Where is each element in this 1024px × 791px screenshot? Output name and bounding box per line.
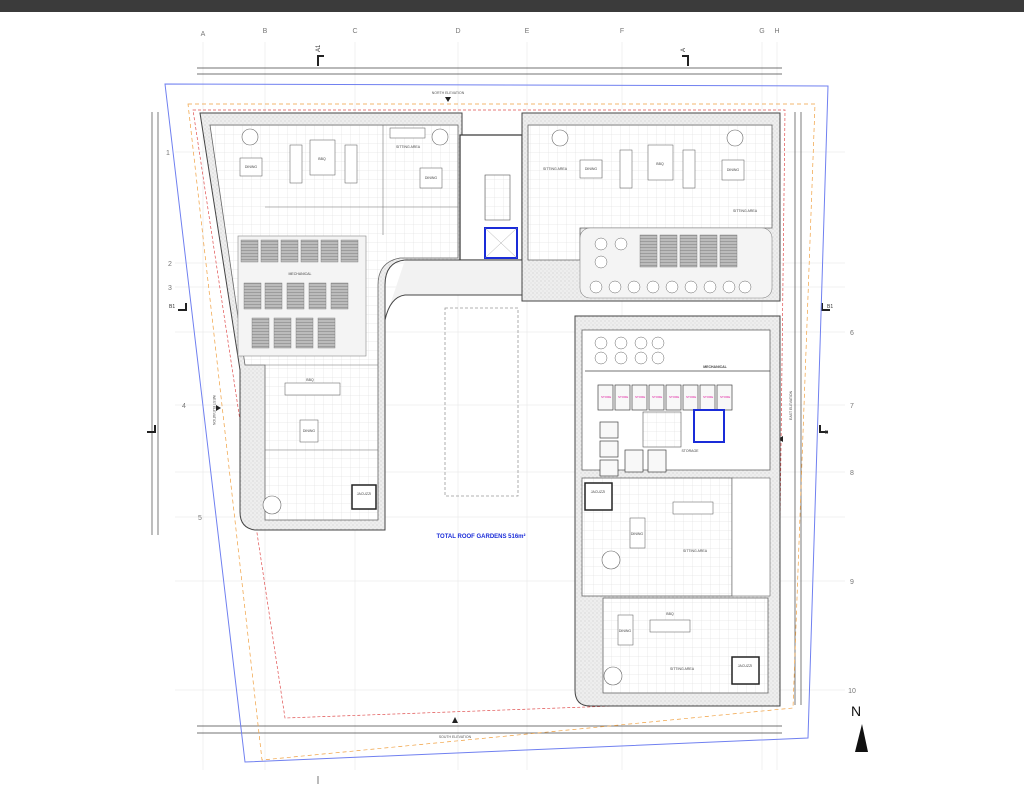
right-top-wing: BBQ DINING SITTING AREA DINING SITTING A…	[521, 112, 781, 302]
svg-text:STORE: STORE	[601, 395, 611, 399]
west-elevation-arrow	[216, 405, 221, 411]
north-elevation-arrow	[445, 97, 451, 102]
grid-column-labels: A B C D E F G H	[201, 28, 780, 38]
grid-label-4: 4	[182, 403, 186, 410]
grid-label-10: 10	[848, 688, 856, 695]
section-mark-b1-left: B1	[169, 304, 175, 310]
grid-label-a: A	[201, 31, 206, 38]
grid-label-c: C	[352, 28, 357, 35]
svg-text:STORE: STORE	[635, 395, 645, 399]
dining-label-2: DINING	[425, 176, 438, 180]
jacuzzi-label-2: JACUZZI	[591, 490, 605, 494]
grid-label-7: 7	[850, 403, 854, 410]
north-arrow-icon	[855, 724, 868, 752]
left-wing: MECHANICAL DINING BBQ SITTING AREA DININ…	[199, 112, 463, 531]
jacuzzi-label-3: JACUZZI	[738, 664, 752, 668]
svg-text:STORE: STORE	[618, 395, 628, 399]
sitting-area-label-2: SITTING AREA	[543, 167, 568, 171]
section-mark-b: B	[825, 430, 829, 436]
floor-plan-sheet: A B C D E F G H 1 2 3 4 5 6 7 8 9 10 A 1 …	[0, 12, 1024, 786]
grid-label-3: 3	[168, 285, 172, 292]
grid-label-6: 6	[850, 330, 854, 337]
north-label: N	[851, 703, 861, 719]
dining-label-6: DINING	[631, 532, 644, 536]
grid-label-d: D	[455, 28, 460, 35]
east-elevation-label: EAST ELEVATION	[789, 390, 793, 420]
dining-label-5: DINING	[727, 168, 740, 172]
mechanical-label-left: MECHANICAL	[289, 272, 312, 276]
west-elevation-label: WEST ELEVATION	[212, 395, 216, 426]
grid-label-1: 1	[166, 150, 170, 157]
svg-text:STORE: STORE	[686, 395, 696, 399]
dining-label-3: DINING	[303, 429, 316, 433]
section-marks	[147, 55, 830, 433]
mechanical-label-right: MECHANICAL	[703, 365, 727, 369]
svg-text:STORE: STORE	[669, 395, 679, 399]
svg-text:STORE: STORE	[703, 395, 713, 399]
dining-label-7: DINING	[619, 629, 632, 633]
bbq-label-2: BBQ	[306, 378, 314, 382]
grid-label-e: E	[525, 28, 530, 35]
sitting-area-label-3: SITTING AREA	[733, 209, 758, 213]
dining-label-4: DINING	[585, 167, 598, 171]
section-mark-b1-right: B1	[827, 304, 833, 310]
viewer-top-bar	[0, 0, 1024, 12]
section-mark-a: A	[681, 48, 687, 52]
grid-label-b: B	[263, 28, 268, 35]
bbq-label-1: BBQ	[318, 157, 326, 161]
south-elevation-arrow	[452, 717, 458, 723]
offset-line	[187, 103, 816, 761]
sitting-area-label-1: SITTING AREA	[396, 145, 421, 149]
total-roof-gardens-label: TOTAL ROOF GARDENS 516m²	[436, 533, 525, 540]
grid-label-9: 9	[850, 579, 854, 586]
grid-label-2: 2	[168, 261, 172, 268]
south-elevation-label: SOUTH ELEVATION	[439, 735, 472, 739]
site-boundary	[164, 83, 829, 763]
sitting-area-label-5: SITTING AREA	[670, 667, 695, 671]
storage-label: STORAGE	[681, 449, 699, 453]
dimension-lines	[151, 67, 802, 734]
section-mark-a1: A1	[316, 44, 322, 52]
bbq-label-3: BBQ	[656, 162, 664, 166]
bbq-label-4: BBQ	[666, 612, 674, 616]
svg-text:STORE: STORE	[720, 395, 730, 399]
grid-label-f: F	[620, 28, 624, 35]
grid-label-5: 5	[198, 515, 202, 522]
grid-label-8: 8	[850, 470, 854, 477]
jacuzzi-label-1: JACUZZI	[357, 492, 371, 496]
north-elevation-label: NORTH ELEVATION	[432, 91, 465, 95]
grid-row-labels: 1 2 3 4 5 6 7 8 9 10	[166, 150, 856, 695]
sitting-area-label-4: SITTING AREA	[683, 549, 708, 553]
dining-label-1: DINING	[245, 165, 258, 169]
svg-text:STORE: STORE	[652, 395, 662, 399]
lift-shaft-right	[693, 409, 725, 443]
roof-floor-plan: A B C D E F G H 1 2 3 4 5 6 7 8 9 10 A 1 …	[147, 28, 868, 784]
grid-label-g: G	[759, 28, 764, 35]
grid-label-h: H	[774, 28, 779, 35]
pool-outline	[444, 307, 519, 497]
right-lower-wing: MECHANICAL STORE STORE STORE STORE STORE STO…	[574, 315, 781, 707]
